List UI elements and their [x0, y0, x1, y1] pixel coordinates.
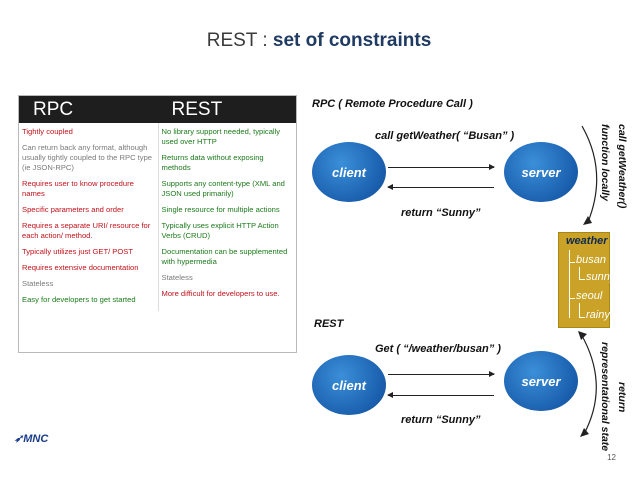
rest-table-cell: Single resource for multiple actions: [161, 205, 280, 214]
resource-sunny: sunny: [586, 271, 616, 283]
rest-table-cell: Supports any content-type (XML and JSON …: [161, 179, 285, 198]
rest-table-cell: No library support needed, typically use…: [161, 127, 281, 146]
rest-column-header: REST: [171, 99, 223, 120]
rpc-side-note-1: call getWeather(): [616, 124, 628, 209]
rpc-local-call-arc: [581, 125, 598, 225]
rest-table-cell: Typically uses explicit HTTP Action Verb…: [161, 221, 279, 240]
rest-side-note-2: representational state: [599, 342, 611, 452]
rest-column: No library support needed, typically use…: [157, 123, 297, 311]
rest-response-label: return “Sunny”: [401, 414, 481, 426]
rpc-response-label: return “Sunny”: [401, 207, 481, 219]
rpc-table-cell: Typically utilizes just GET/ POST: [22, 247, 133, 256]
rpc-table-cell: Stateless: [22, 279, 54, 288]
rest-side-note-1: return: [616, 382, 628, 413]
rpc-request-arrow: [388, 164, 495, 170]
rpc-server-node: server: [504, 142, 578, 202]
rpc-table-cell: Specific parameters and order: [22, 205, 124, 214]
rest-table-cell: Stateless: [161, 273, 193, 282]
resource-busan: busan: [576, 254, 606, 266]
logo-swoosh-icon: ➶: [14, 433, 24, 445]
rest-table-cell: Returns data without exposing methods: [161, 153, 264, 172]
rest-table-cell: More difficult for developers to use.: [161, 289, 280, 298]
resource-seoul: seoul: [576, 290, 603, 302]
page-title: REST : set of constraints: [206, 30, 432, 51]
rest-table-cell: Documentation can be supplemented with h…: [161, 247, 288, 266]
rest-response-arrow: [387, 392, 494, 398]
company-logo: ➶MNC: [14, 433, 49, 445]
rpc-table-cell: Can return back any format, although usu…: [22, 143, 153, 172]
rest-request-arrow: [388, 371, 495, 377]
rest-server-node: server: [504, 351, 578, 411]
rpc-table-cell: Tightly coupled: [22, 127, 73, 136]
weather-resource-box: weather busan sunny seoul rainy: [558, 232, 615, 328]
rpc-section-label: RPC ( Remote Procedure Call ): [312, 98, 473, 110]
rest-section-label: REST: [314, 318, 344, 330]
rpc-table-cell: Requires user to know procedure names: [22, 179, 134, 198]
rest-client-node: client: [312, 355, 386, 415]
rpc-table-cell: Requires extensive documentation: [22, 263, 139, 272]
rpc-column-header: RPC: [33, 99, 74, 120]
rpc-side-note-2: function locally: [599, 124, 611, 202]
resource-root: weather: [566, 235, 608, 247]
rpc-table-cell: Requires a separate URI/ resource for ea…: [22, 221, 151, 240]
rpc-request-label: call getWeather( “Busan” ): [375, 130, 515, 142]
rest-request-label: Get ( “/weather/busan” ): [375, 343, 501, 355]
rest-state-arc: [578, 331, 597, 437]
rpc-response-arrow: [387, 184, 494, 190]
page-number: 12: [607, 453, 616, 462]
rpc-table-cell: Easy for developers to get started: [22, 295, 136, 304]
resource-rainy: rainy: [586, 309, 610, 321]
rpc-client-node: client: [312, 142, 386, 202]
